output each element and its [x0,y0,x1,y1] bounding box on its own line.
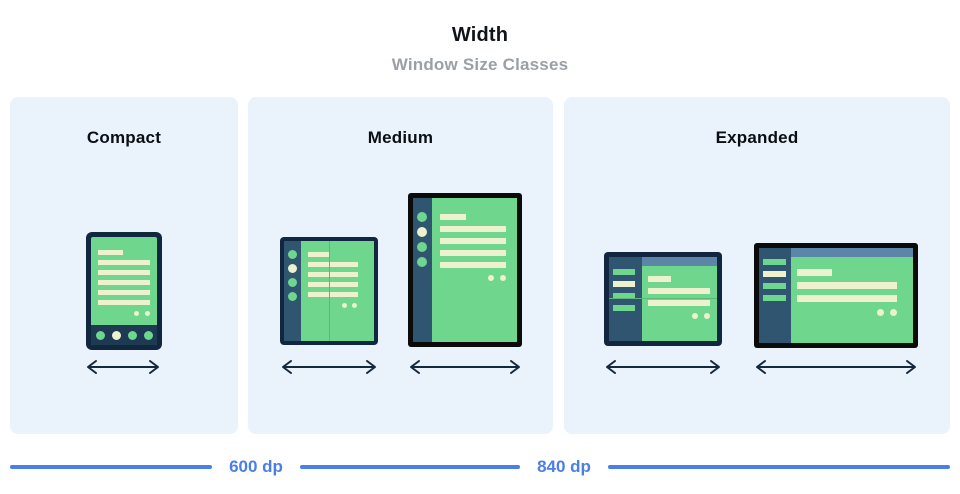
rail-item-icon-active[interactable] [288,264,297,273]
navigation-rail [284,241,301,341]
content-dot [352,303,357,308]
content-line [648,276,671,282]
content-line [308,282,358,287]
content-dot [145,311,150,316]
width-arrow-foldable-portrait [282,360,376,374]
content-dot [500,275,506,281]
content-dot [890,309,897,316]
content-dot [692,313,698,319]
breakpoint-ruler: 600 dp 840 dp [0,455,960,494]
width-arrow-compact [87,360,159,374]
content-dot [704,313,710,319]
drawer-item[interactable] [763,259,786,265]
device-foldable-portrait [280,237,378,345]
drawer-item-active[interactable] [763,271,786,277]
panel-label-medium: Medium [367,128,434,147]
rail-item-icon-active[interactable] [417,227,427,237]
width-arrow-tablet-portrait [410,360,520,374]
drawer-item[interactable] [613,305,635,311]
content-line [98,290,150,295]
content-dot [877,309,884,316]
content-line [797,295,897,302]
device-tablet-landscape [754,243,918,348]
page-title: Width [451,24,509,46]
panel-expanded: Expanded [564,97,950,434]
breakpoint-label-840dp: 840 dp [537,457,591,476]
rail-item-icon[interactable] [288,292,297,301]
drawer-item-active[interactable] [613,281,635,287]
phone-screen [91,237,157,345]
content-line [440,226,506,232]
content-line [98,280,150,285]
content-line [308,272,358,277]
content-line [797,282,897,289]
content-line [308,252,330,257]
screen-fold-line [329,241,330,341]
navigation-rail [413,198,432,342]
nav-item-icon[interactable] [128,331,137,340]
content-line [98,260,150,265]
app-top-bar [642,257,717,266]
content-line [440,238,506,244]
page-subtitle: Window Size Classes [391,55,569,74]
screen-fold-line [609,298,717,299]
content-line [797,269,832,276]
foldable-landscape-screen [609,257,717,341]
content-line [440,214,466,220]
drawer-item[interactable] [613,293,635,299]
navigation-drawer [759,248,791,343]
rail-item-icon[interactable] [288,250,297,259]
drawer-item[interactable] [763,283,786,289]
drawer-item[interactable] [763,295,786,301]
phone-bottom-nav-bar [91,325,157,345]
width-arrow-tablet-landscape [756,360,916,374]
breakpoint-label-600dp: 600 dp [229,457,283,476]
rail-item-icon[interactable] [417,242,427,252]
nav-item-icon[interactable] [96,331,105,340]
content-line [440,262,506,268]
content-line [98,250,123,255]
content-line [648,300,710,306]
width-arrow-foldable-landscape [606,360,720,374]
panel-medium: Medium [248,97,553,434]
device-foldable-landscape [604,252,722,346]
rail-item-icon[interactable] [288,278,297,287]
content-line [308,262,358,267]
tablet-portrait-screen [413,198,517,342]
foldable-screen [284,241,374,341]
ruler-segment-medium [300,465,520,469]
panel-compact: Compact [10,97,238,434]
rail-item-icon[interactable] [417,257,427,267]
content-dot [134,311,139,316]
panel-label-compact: Compact [86,128,162,147]
content-line [98,300,150,305]
app-top-bar [791,248,913,257]
device-phone-compact [86,232,162,350]
content-line [648,288,710,294]
ruler-segment-expanded [608,465,950,469]
navigation-drawer [609,257,642,341]
tablet-landscape-screen [759,248,913,343]
content-line [440,250,506,256]
device-tablet-portrait [408,193,522,347]
panel-label-expanded: Expanded [715,128,799,147]
content-line [308,292,358,297]
drawer-item[interactable] [613,269,635,275]
nav-item-icon-active[interactable] [112,331,121,340]
ruler-segment-compact [10,465,212,469]
content-line [98,270,150,275]
content-dot [342,303,347,308]
rail-item-icon[interactable] [417,212,427,222]
content-dot [488,275,494,281]
nav-item-icon[interactable] [144,331,153,340]
